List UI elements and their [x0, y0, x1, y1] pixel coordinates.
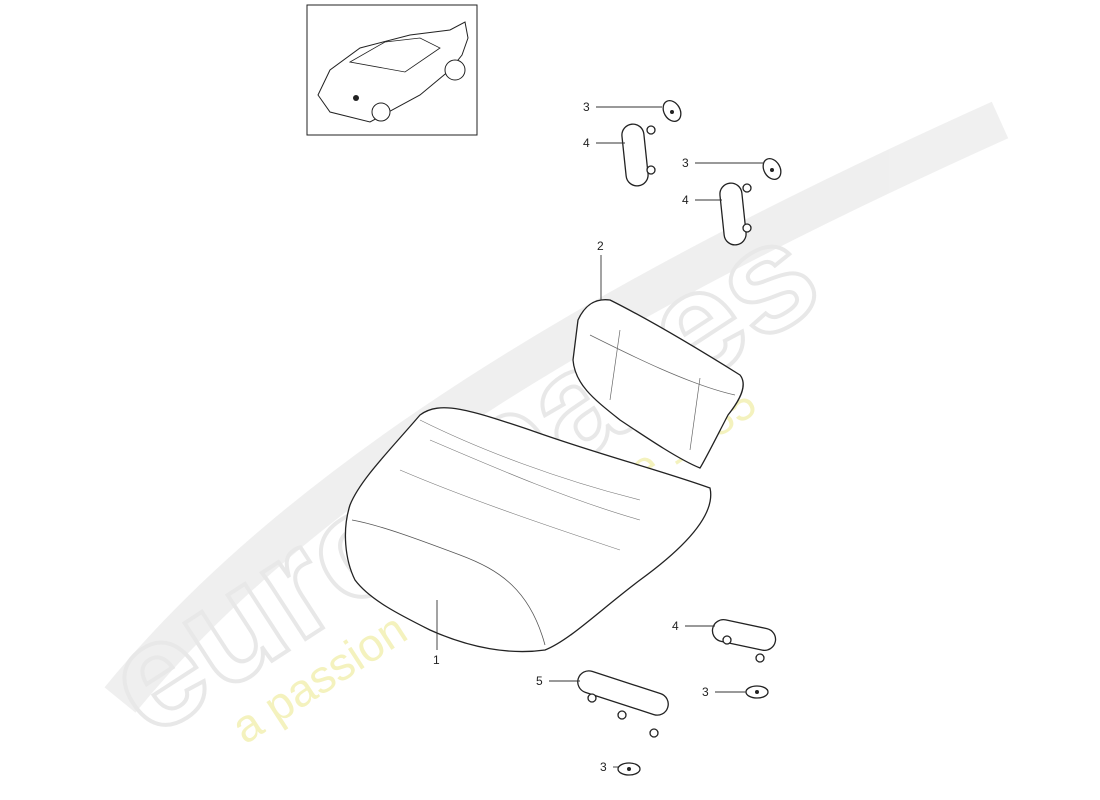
callout-4: 4: [583, 136, 590, 150]
part-1-seat-cushion[interactable]: [344, 407, 712, 653]
part-5-cover-long[interactable]: [575, 668, 671, 738]
part-4-cover-lower[interactable]: [710, 618, 777, 663]
callout-3: 3: [682, 156, 689, 170]
callout-5: 5: [536, 674, 543, 688]
callout-3: 3: [702, 685, 709, 699]
callout-3: 3: [583, 100, 590, 114]
vehicle-thumbnail: [306, 4, 478, 136]
leader-lines: [436, 106, 764, 768]
part-4-cover-upper-right[interactable]: [719, 182, 752, 246]
part-3-washers[interactable]: [617, 97, 784, 776]
part-4-cover-upper-left[interactable]: [621, 123, 656, 187]
callout-1: 1: [433, 653, 440, 667]
callout-3: 3: [600, 760, 607, 774]
part-2-backrest[interactable]: [572, 299, 744, 469]
callout-4: 4: [672, 619, 679, 633]
callout-4: 4: [682, 193, 689, 207]
callout-2: 2: [597, 239, 604, 253]
